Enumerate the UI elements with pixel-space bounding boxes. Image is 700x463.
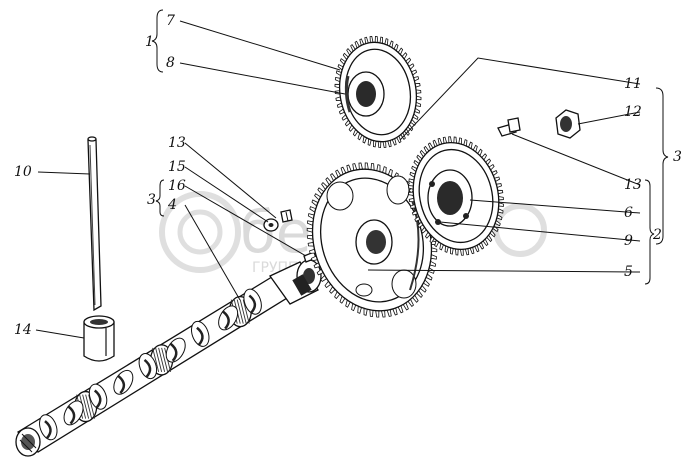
label-3-right: 3 (673, 149, 682, 165)
label-16: 16 (168, 178, 186, 194)
label-8: 8 (166, 55, 175, 71)
label-5: 5 (624, 264, 633, 280)
idler-gear-part (408, 136, 504, 256)
bolt-part (280, 209, 293, 223)
upper-gear-part (334, 35, 422, 149)
label-6: 6 (624, 205, 633, 221)
label-14: 14 (14, 322, 32, 338)
label-11: 11 (624, 76, 642, 92)
bushing-part (83, 315, 115, 362)
label-2: 2 (652, 227, 662, 243)
label-10: 10 (14, 164, 32, 180)
bolt-right-part (497, 117, 521, 137)
camshaft-part (15, 259, 322, 457)
label-12: 12 (624, 104, 642, 120)
part-labels: 7 8 1 10 14 13 15 16 4 3 11 12 13 6 9 5 … (14, 13, 682, 338)
label-4: 4 (167, 197, 177, 213)
label-7: 7 (166, 13, 175, 29)
nut-part (555, 109, 581, 139)
label-1: 1 (145, 34, 154, 50)
label-15: 15 (168, 159, 186, 175)
label-13-right: 13 (624, 177, 642, 193)
camshaft-gear-part (306, 162, 438, 318)
leader-lines (35, 20, 641, 339)
label-13-left: 13 (168, 135, 186, 151)
braces (151, 9, 669, 285)
label-9: 9 (624, 233, 633, 249)
label-3-left: 3 (147, 192, 156, 208)
pushrod-part (87, 136, 102, 312)
